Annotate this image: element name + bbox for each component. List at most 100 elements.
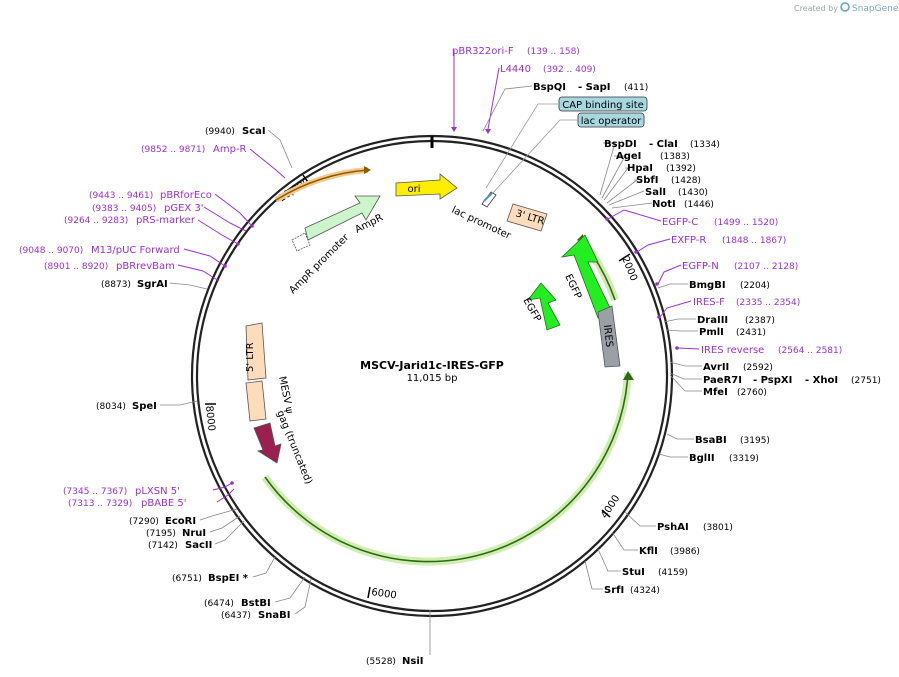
site-bspdi: BspDI [604,139,637,150]
primer-leaders [177,50,700,503]
primer-l4440-coords: (392 .. 409) [543,65,596,75]
site-bspqi: BspQI [533,82,566,93]
leader-pgex3 [203,206,247,232]
leader-noti [611,202,653,209]
orange-arc-arrowhead [364,166,371,174]
primer-m13puc-label: M13/pUC Forward [91,245,180,256]
egfp-inner-label: EGFP [520,296,542,324]
site-coord-6474: (6474) [204,599,234,609]
primer-pbr322ori-coords: (139 .. 158) [527,47,580,57]
primer-iresf-coords: (2335 .. 2354) [736,298,800,308]
lac-operator-label: lac operator [581,116,642,127]
leader-sgrai [169,282,208,290]
site-coord-411: (411) [624,83,648,93]
site-bspei: BspEI * [208,573,249,584]
tick-label-4000: 4000 [599,493,622,520]
leader-nrui [209,515,241,533]
site-sbfi: SbfI [636,175,658,186]
gag-feature [253,422,282,464]
site-coord-1383: (1383) [660,152,690,162]
site-coord-1430: (1430) [678,188,708,198]
leader-draiii [663,318,696,323]
site-coord-3801: (3801) [703,523,733,533]
leader-bmgbi [657,283,688,289]
lac-promoter-label: lac promoter [450,205,513,242]
leader-stui [597,548,621,572]
primer-plxsn5-label: pLXSN 5' [135,486,180,497]
leader-bglii [658,453,688,458]
site-coord-8034: (8034) [96,402,126,412]
site-xhoi: - XhoI [805,375,838,386]
primer-dot-egfpn [655,282,659,286]
watermark-text: Created by [794,4,838,13]
site-paer7i: PaeR7I [703,375,742,386]
tick-4000 [601,509,611,518]
site-nsii: NsiI [402,656,423,667]
primer-dot-prsmarker [236,242,240,246]
primer-pbabe5-coords: (7313 .. 7329) [68,499,132,509]
site-coord-5528: (5528) [366,657,396,667]
leader-l4440 [487,67,500,130]
primer-prsmarker-coords: (9264 .. 9283) [64,216,128,226]
cds-arc-arrowhead [623,371,634,380]
primer-pbrrevbam-coords: (8901 .. 8920) [44,262,108,272]
site-nrui: NruI [182,528,206,539]
site-sacii: SacII [185,540,212,551]
leader-iresf [659,300,692,318]
leader-bspei [252,556,276,578]
leader-m13puc [183,248,226,267]
site-ecori: EcoRI [165,516,196,527]
primer-egfpc-coords: (1499 .. 1520) [714,218,778,228]
site-mfei: MfeI [703,387,728,398]
primer-exfpr-coords: (1848 .. 1867) [722,236,786,246]
site-coord-2387: (2387) [745,316,775,326]
leader-ecori [199,508,238,521]
leader-scai [267,129,293,169]
leader-iresrev [677,347,700,350]
leader-kfli [611,531,638,551]
primer-egfpc-label: EGFP-C [662,217,698,228]
primer-m13puc-coords: (9048 .. 9070) [19,246,83,256]
primer-iresrev-label: IRES reverse [701,345,764,356]
tick-label-6000: 6000 [371,587,398,601]
site-hpai: HpaI [627,163,653,174]
leader-plxsn5 [212,482,233,491]
leader-mfei [669,374,702,392]
snapgene-logo-icon [840,2,850,12]
site-leaders [160,85,702,655]
primer-exfpr-label: EXFP-R [671,235,706,246]
primer-ampr-label: Amp-R [213,144,247,155]
site-snabi: SnaBI [258,610,290,621]
leader-bspdi [599,142,616,196]
leader-sali [608,190,645,206]
site-coord-4159: (4159) [658,568,688,578]
leader-pbabe5 [216,488,235,503]
site-avrii: AvrII [703,362,729,373]
tick-2000 [618,253,631,262]
tick-label-8000: 8000 [203,405,217,431]
brand-text: SnapGene [852,4,899,14]
primer-iresf-label: IRES-F [693,297,725,308]
leader-pbrforeco [214,193,253,227]
leader-srfi [584,560,603,590]
orange-arc [275,169,369,201]
orange-arc-highlight [274,167,369,203]
primer-dot-pbrforeco [250,224,254,228]
primer-ampr-coords: (9852 .. 9871) [141,145,205,155]
site-coord-2751: (2751) [851,376,881,386]
primer-l4440-label: L4440 [500,64,531,75]
cap-leader [485,103,559,189]
ltr3-feature [506,203,548,232]
site-coord-2592: (2592) [743,363,773,373]
leader-bsabi [666,433,694,440]
ampr-feature [304,195,381,241]
site-coord-1428: (1428) [671,176,701,186]
ires-label: IRES [601,324,614,348]
primer-arrows [223,127,679,485]
site-coord-3195: (3195) [740,436,770,446]
leader-sacii [214,520,245,545]
leader-agei [601,155,626,199]
egfp-outer-label: EGFP [562,273,583,301]
leader-pbrrevbam [177,264,220,282]
